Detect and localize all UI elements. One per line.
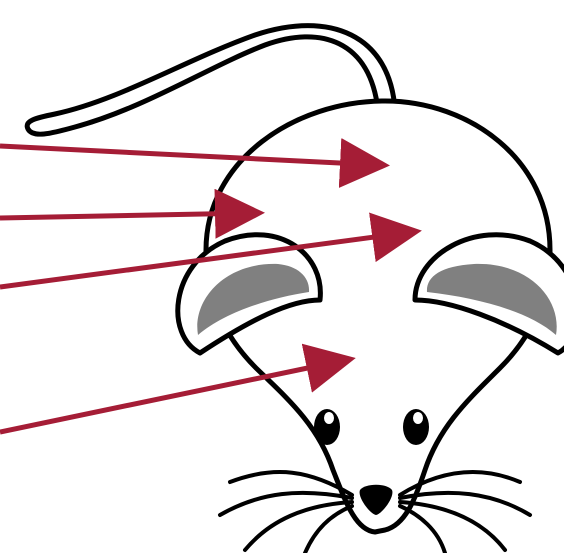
right-whiskers xyxy=(400,472,530,553)
left-whiskers xyxy=(220,472,352,553)
left-eye xyxy=(314,409,340,445)
right-eye xyxy=(403,409,429,445)
